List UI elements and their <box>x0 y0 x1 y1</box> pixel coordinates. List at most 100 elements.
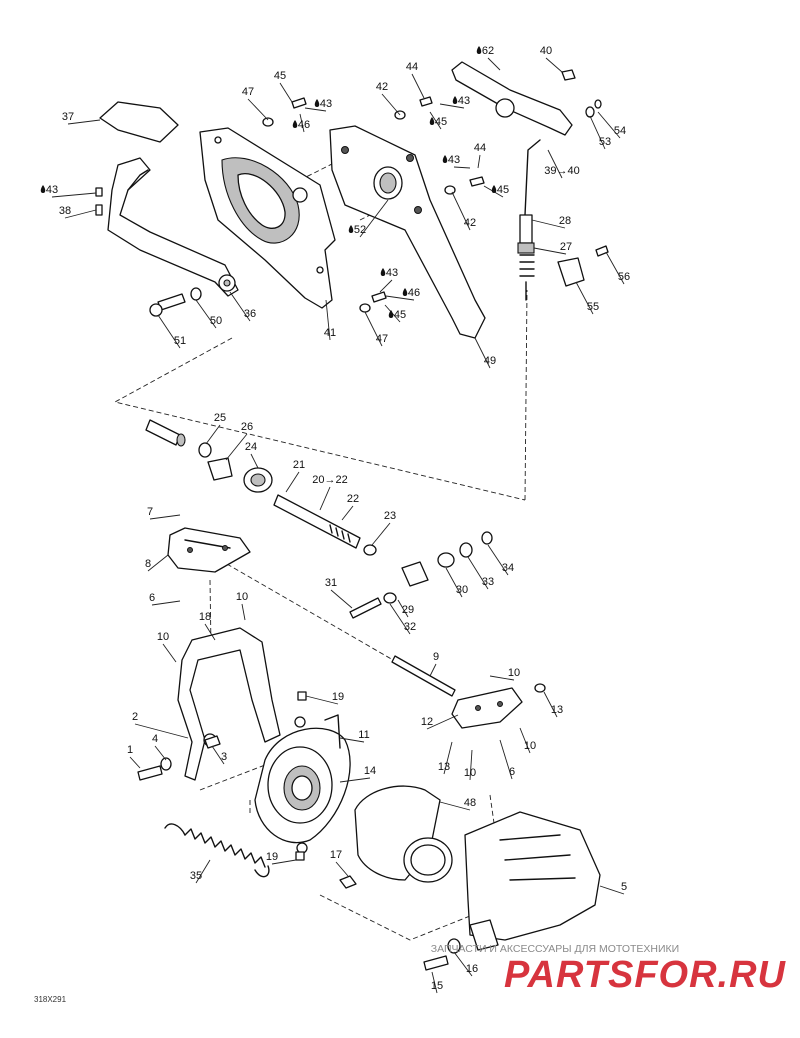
callout-label: 30 <box>456 584 468 596</box>
callout-12: 53 <box>589 115 611 150</box>
callout-label: 24 <box>245 441 257 453</box>
callout-label: 41 <box>324 327 336 339</box>
callout-22: 27 <box>533 241 572 255</box>
callout-label: 29 <box>402 604 414 616</box>
callout-label: 45 <box>274 70 286 82</box>
watermark-tagline: ЗАПЧАСТИ И АКСЕССУАРЫ ДЛЯ МОТОТЕХНИКИ <box>431 943 679 955</box>
callout-71: 35 <box>190 859 211 884</box>
callout-leader <box>279 82 293 103</box>
callout-4: 47 <box>242 86 269 121</box>
parts-15-16-hardware <box>423 938 461 971</box>
callout-leader <box>453 166 471 169</box>
callout-label: 54 <box>614 125 626 137</box>
callout-label: 39→40 <box>544 165 579 177</box>
pedal-lever-arm <box>107 157 239 297</box>
callout-label: 17 <box>330 849 342 861</box>
callout-leader <box>229 291 251 322</box>
callout-leader <box>225 433 248 461</box>
callout-leader <box>339 737 365 743</box>
callout-leader <box>247 98 269 121</box>
callout-47: 33 <box>467 556 494 590</box>
callout-leader <box>304 107 327 112</box>
callout-41: 23 <box>371 510 396 546</box>
callout-6: 42 <box>376 81 401 116</box>
callout-10: 45 <box>429 111 447 130</box>
callout-leader <box>439 801 471 811</box>
callout-leader <box>445 567 463 598</box>
callout-67: 14 <box>339 765 376 783</box>
callout-leader <box>371 522 391 546</box>
callout-16: 45 <box>483 184 509 198</box>
callout-leader <box>325 299 331 341</box>
callout-leader <box>204 623 216 641</box>
callout-label: 10 <box>524 740 536 752</box>
callout-leader <box>599 885 625 895</box>
callout-label: 20→22 <box>312 474 347 486</box>
lubricant-drop-icon <box>402 288 408 296</box>
callout-leader <box>271 859 297 865</box>
callout-62: 3 <box>211 745 227 765</box>
callout-label: 44 <box>474 142 486 154</box>
callout-leader <box>364 311 383 347</box>
callout-29: 49 <box>474 337 496 369</box>
callout-leader <box>429 111 442 130</box>
callout-label: 6 <box>509 766 515 778</box>
callout-59: 11 <box>339 729 370 743</box>
callout-label: 15 <box>431 980 443 992</box>
lubricant-drop-icon <box>388 310 394 318</box>
callout-5: 43 <box>304 98 332 112</box>
top-hardware <box>95 69 609 317</box>
callout-label: 35 <box>190 870 202 882</box>
callout-11: 54 <box>597 111 626 139</box>
callout-65: 10 <box>519 727 536 754</box>
callout-45: 29 <box>397 599 414 618</box>
callout-leader <box>389 603 411 635</box>
part-27-28-cable <box>517 214 535 301</box>
callout-label: 12 <box>421 716 433 728</box>
callout-label: 36 <box>244 308 256 320</box>
callout-42: 8 <box>145 554 169 572</box>
callout-leader <box>250 453 259 469</box>
callout-label: 43 <box>386 267 398 279</box>
part-37-cover <box>99 101 179 143</box>
part-12-bracket <box>451 683 546 729</box>
shaft-assembly <box>145 419 361 549</box>
callout-leader <box>379 279 393 293</box>
callout-51: 10 <box>236 591 248 621</box>
callout-leader <box>431 971 438 994</box>
callout-label: 56 <box>618 271 630 283</box>
part-18-2-lever-frame <box>177 627 281 781</box>
callout-label: 43 <box>458 95 470 107</box>
lubricant-drop-icon <box>442 155 448 163</box>
callout-57: 13 <box>543 691 563 718</box>
callout-leader <box>477 154 481 169</box>
callout-label: 52 <box>354 224 366 236</box>
callout-leader <box>149 514 181 520</box>
callout-leader <box>474 337 491 369</box>
callout-17: 42 <box>451 191 476 231</box>
callout-leader <box>605 251 625 285</box>
part-5-housing <box>464 811 601 951</box>
lubricant-drop-icon <box>348 225 354 233</box>
callout-label: 25 <box>214 412 226 424</box>
callout-34: 25 <box>205 412 226 445</box>
callout-leader <box>285 471 300 493</box>
lubricant-drop-icon <box>491 185 497 193</box>
callout-leader <box>67 119 101 125</box>
callout-leader <box>533 247 567 255</box>
callout-leader <box>519 727 531 754</box>
callout-leader <box>499 739 513 780</box>
callout-label: 48 <box>464 797 476 809</box>
callout-23: 56 <box>605 251 630 285</box>
callout-0: 62 <box>476 45 501 71</box>
callout-leader <box>147 554 169 572</box>
part-55-plate <box>557 257 585 287</box>
callout-leader <box>429 663 437 677</box>
lubricant-drop-icon <box>314 99 320 107</box>
callout-leader <box>443 741 453 775</box>
callout-43: 6 <box>149 592 181 606</box>
bushings-washers <box>349 531 493 619</box>
callout-label: 45 <box>394 309 406 321</box>
callout-leader <box>162 643 177 663</box>
